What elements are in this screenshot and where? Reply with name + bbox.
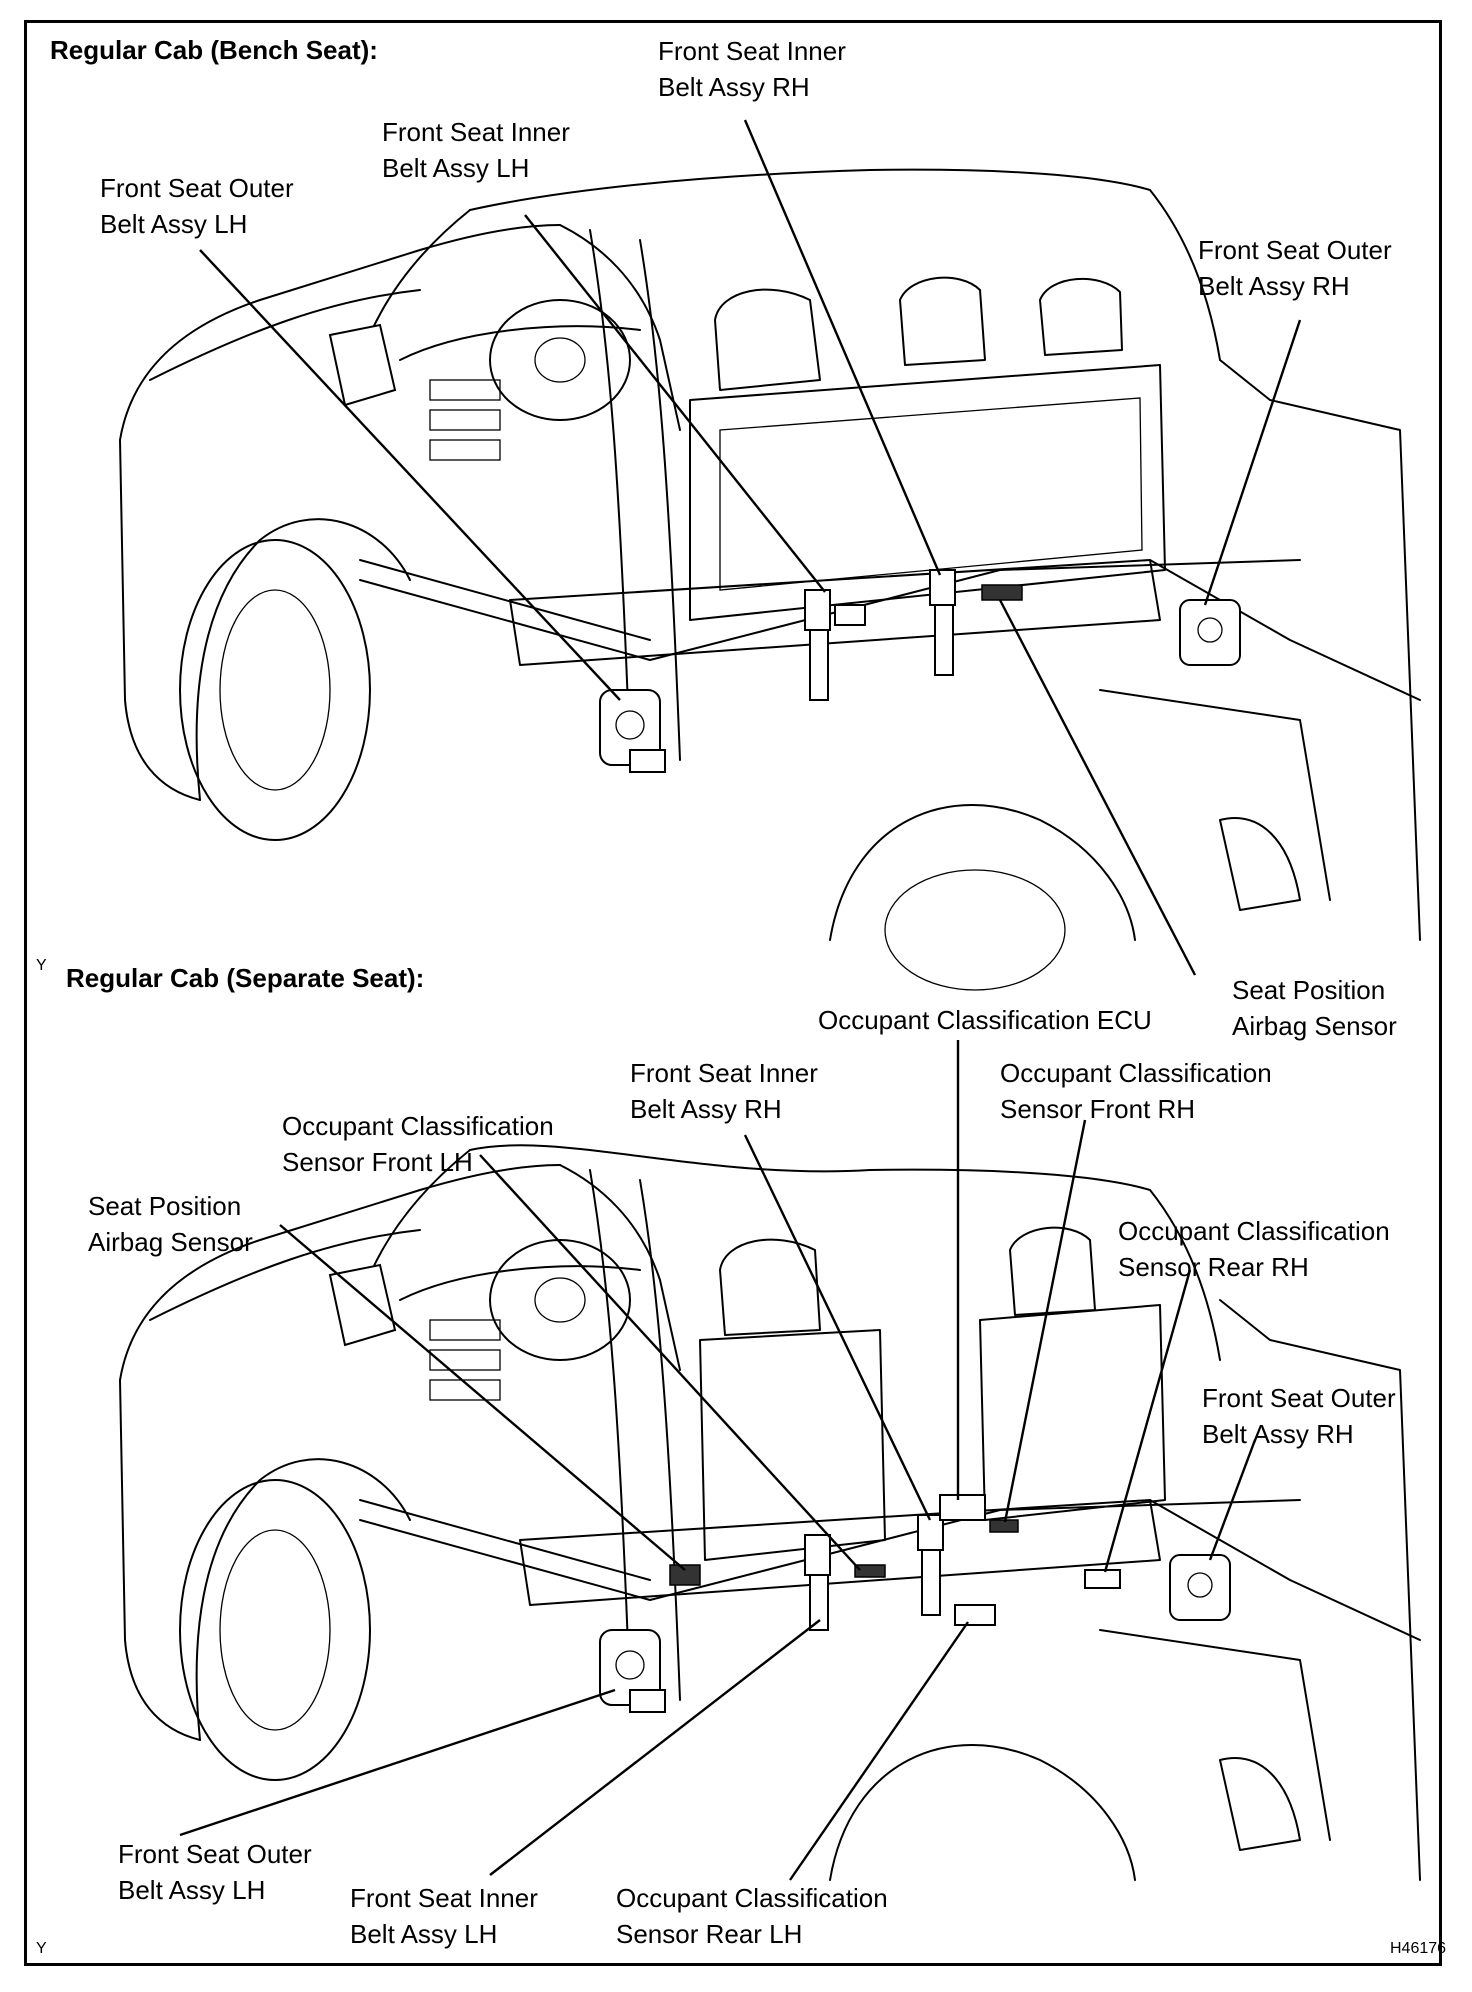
section-title-separate-seat: Regular Cab (Separate Seat): — [66, 963, 425, 993]
vehicle-drawing-bench-seat — [119, 119, 1421, 991]
belt-retractor-lh-bench — [599, 689, 666, 773]
ocs-front-rh-part — [989, 1519, 1019, 1533]
ocs-front-lh-part — [854, 1564, 886, 1578]
belt-buckle-rh-separate — [917, 1514, 944, 1616]
belt-retractor-lh-separate — [599, 1629, 666, 1713]
vehicle-drawing-separate-seat — [119, 1040, 1421, 1881]
diagram-frame — [24, 20, 1442, 1966]
belt-buckle-lh-separate — [804, 1534, 831, 1631]
ocs-rear-rh-part — [1084, 1569, 1121, 1589]
oc-ecu-part — [939, 1494, 986, 1521]
ocs-rear-lh-part — [954, 1604, 996, 1626]
corner-mark-bottom: Y — [36, 1940, 47, 1957]
section-title-bench-seat: Regular Cab (Bench Seat): — [50, 35, 378, 65]
figure-id: H46176 — [1390, 1940, 1447, 1957]
belt-retractor-rh-bench — [1179, 599, 1241, 666]
belt-buckle-rh-bench — [929, 569, 956, 676]
seat-position-sensor-bench — [981, 584, 1023, 601]
corner-mark-top: Y — [36, 957, 47, 974]
belt-retractor-rh-separate — [1169, 1554, 1231, 1621]
label-occupant-classification-ecu: Occupant Classification ECU — [818, 1005, 1152, 1035]
belt-buckle-lh-bench — [804, 589, 866, 701]
seat-position-sensor-separate — [669, 1564, 701, 1586]
